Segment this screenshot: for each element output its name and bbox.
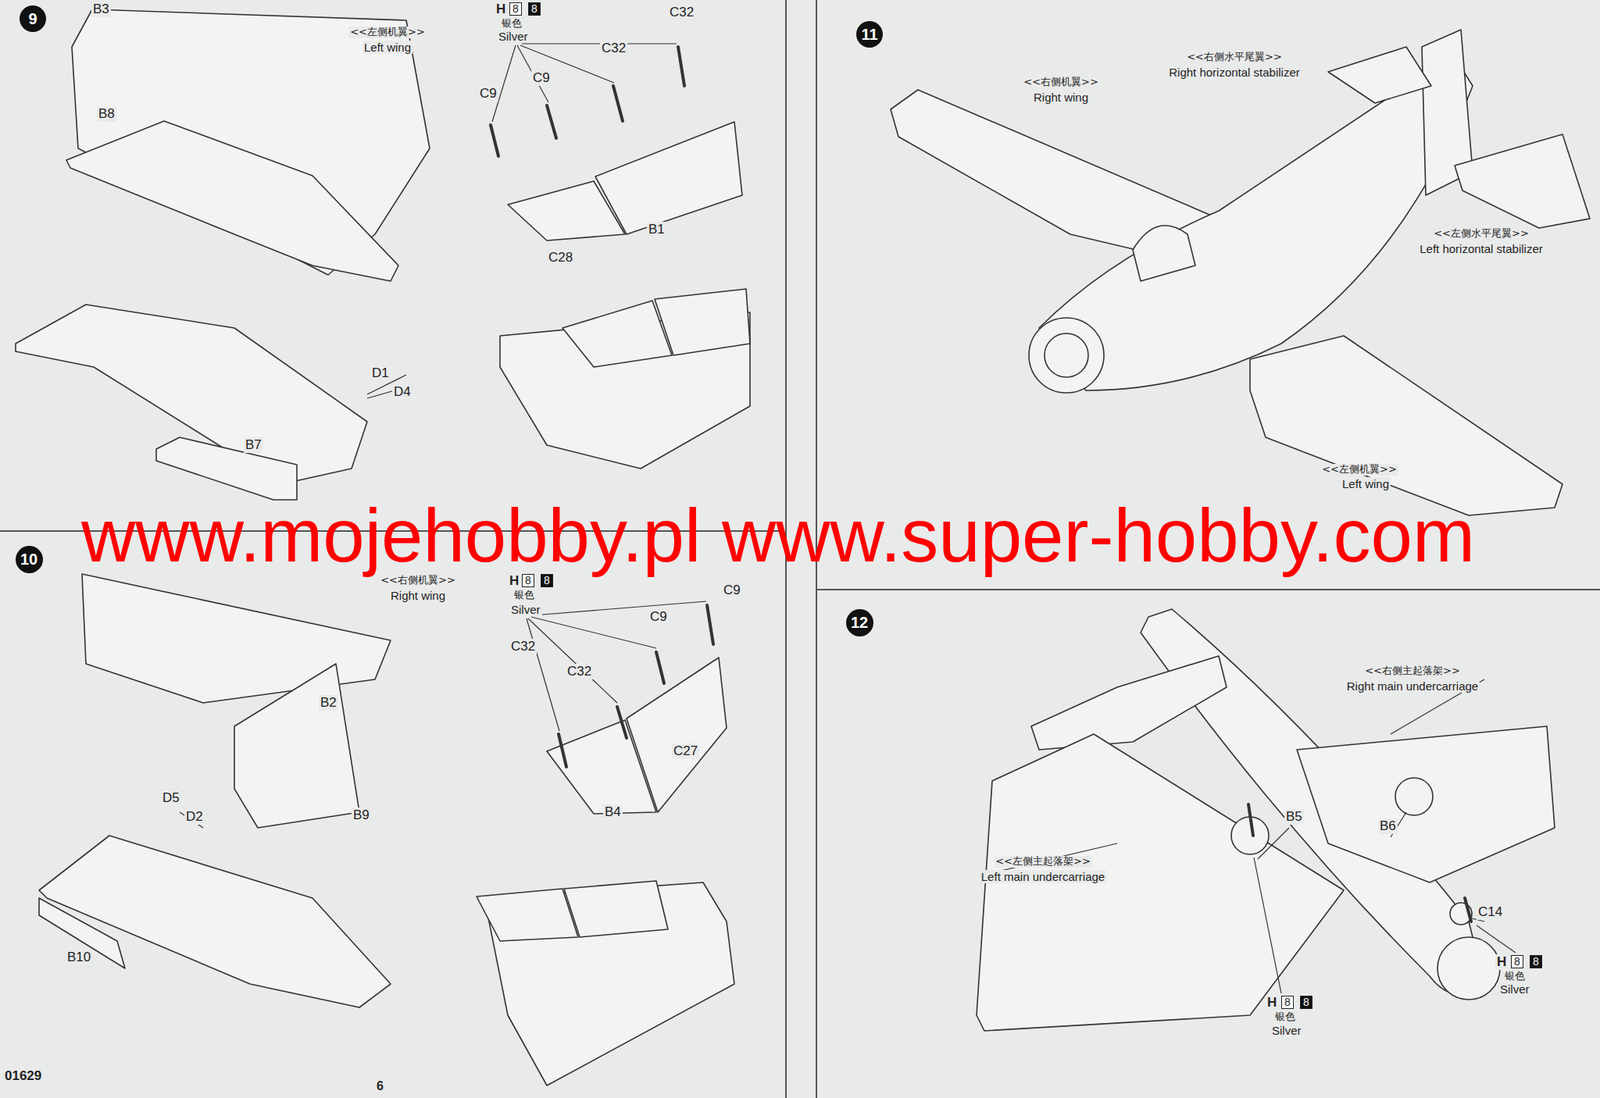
paint-code-box: 8	[1529, 955, 1543, 969]
part-number: B3	[91, 1, 111, 18]
paint-code: H	[507, 573, 521, 590]
part-number: B2	[318, 695, 339, 711]
part-number: D1	[370, 365, 391, 382]
part-number: C32	[565, 664, 593, 680]
page-number: 01629	[3, 1068, 43, 1085]
step-number-text: 12	[850, 614, 868, 633]
part-number: B6	[1378, 818, 1398, 835]
chinese-caption: <<左侧水平尾翼>>	[1432, 228, 1531, 240]
step-number-text: 10	[20, 550, 38, 569]
part-number: C9	[531, 70, 552, 86]
paint-code: H	[1495, 954, 1508, 971]
caption: Silver	[1498, 982, 1532, 997]
caption: Left horizontal stabilizer	[1417, 242, 1545, 256]
part-number: D2	[184, 809, 205, 825]
part-number: B5	[1284, 809, 1304, 825]
part-number: C9	[648, 609, 669, 625]
caption: Right wing	[1032, 90, 1090, 104]
chinese-caption: <<左侧机翼>>	[1320, 464, 1399, 476]
chinese-caption: <<右侧机翼>>	[378, 575, 458, 587]
page-number: 6	[375, 1079, 386, 1094]
caption: Silver	[509, 603, 543, 617]
part-number: C28	[546, 250, 575, 266]
part-number: B9	[351, 807, 372, 824]
step-number: 9	[19, 5, 47, 33]
paint-code-box: 8	[528, 2, 541, 16]
caption: Right main undercarriage	[1345, 679, 1480, 693]
chinese-caption: 银色	[512, 589, 536, 602]
part-number: C9	[721, 582, 743, 599]
paint-code-box: 8	[1281, 996, 1294, 1010]
chinese-caption: <<右侧机翼>>	[1021, 76, 1100, 89]
step-number: 10	[15, 546, 43, 574]
part-number: C32	[667, 4, 696, 21]
part-number: C32	[509, 639, 537, 655]
paint-code-box: 8	[1510, 955, 1524, 969]
chinese-caption: <<右侧水平尾翼>>	[1185, 51, 1284, 64]
step-number: 11	[856, 21, 883, 48]
part-number: D5	[160, 790, 182, 807]
step-number-text: 9	[28, 10, 37, 29]
step-number: 12	[846, 609, 874, 637]
watermark: www.mojehobby.pl www.super-hobby.com	[81, 498, 1475, 574]
paint-code-box: 8	[521, 574, 535, 588]
part-number: B10	[65, 950, 93, 966]
chinese-caption: 银色	[1273, 1011, 1297, 1024]
chinese-caption: 银色	[1503, 971, 1527, 983]
caption: Left wing	[1340, 477, 1391, 491]
paint-code-box: 8	[1300, 996, 1313, 1010]
part-number: C14	[1476, 904, 1504, 921]
paint-code-box: 8	[540, 574, 554, 588]
caption: Silver	[1270, 1024, 1304, 1038]
paint-code: H	[1265, 995, 1279, 1011]
part-number: B8	[96, 106, 117, 122]
part-number: B1	[646, 221, 667, 238]
step-number-text: 11	[860, 25, 878, 44]
caption: Left main undercarriage	[979, 870, 1107, 884]
part-number: B4	[603, 804, 623, 821]
paint-code: H	[494, 1, 508, 18]
caption: Silver	[496, 29, 530, 43]
caption: Right horizontal stabilizer	[1167, 65, 1302, 79]
caption: Right wing	[389, 589, 447, 603]
chinese-caption: 银色	[500, 17, 524, 30]
chinese-caption: <<右侧主起落架>>	[1363, 665, 1462, 678]
part-number: D4	[392, 384, 413, 400]
part-number: C9	[478, 85, 499, 102]
chinese-caption: <<左侧机翼>>	[348, 26, 427, 39]
caption: Left wing	[362, 40, 413, 54]
part-number: C27	[671, 743, 700, 760]
part-number: B7	[243, 437, 264, 454]
part-number: C32	[600, 40, 628, 57]
chinese-caption: <<左侧主起落架>>	[993, 856, 1093, 868]
paint-code-box: 8	[509, 2, 522, 16]
